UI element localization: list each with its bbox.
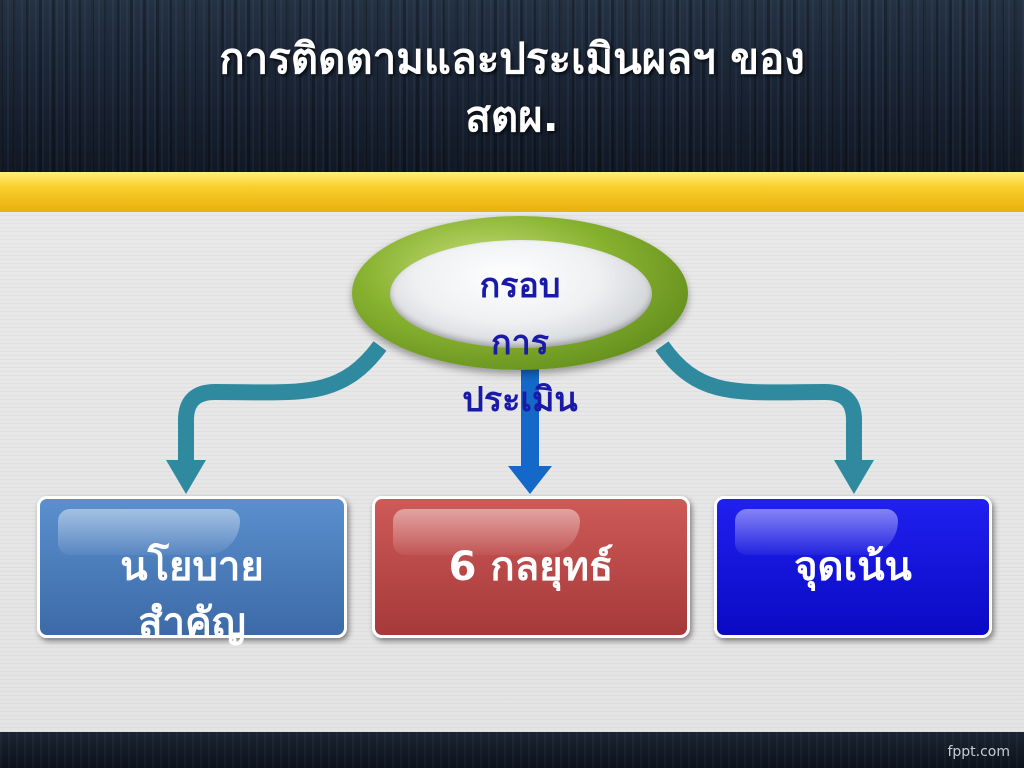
policy-box-line1: นโยบาย [120, 544, 264, 590]
strategy-box: 6 กลยุทธ์ [372, 496, 690, 638]
framework-ellipse-center [390, 240, 652, 348]
focus-box-label: จุดเน้น [794, 544, 912, 590]
slide-title-line1: การติดตามและประเมินผลฯ ของ [219, 34, 805, 83]
left-connector-arrow [178, 341, 387, 462]
middle-connector-arrow [521, 368, 539, 468]
slide-title: การติดตามและประเมินผลฯ ของ สตผ. [0, 30, 1024, 146]
policy-box-line2: สำคัญ [138, 600, 246, 646]
policy-box: นโยบาย สำคัญ [37, 496, 347, 646]
framework-label-line2: การ [491, 323, 549, 363]
framework-label-line1: กรอบ [479, 266, 561, 306]
footer-bar [0, 732, 1024, 768]
right-connector-arrow [655, 341, 862, 462]
header-background [0, 0, 1024, 172]
middle-arrowhead [508, 466, 552, 494]
watermark-text: fppt.com [947, 744, 1010, 760]
framework-label-line3: ประเมิน [462, 380, 578, 420]
focus-box: จุดเน้น [714, 496, 992, 638]
slide-title-line2: สตผ. [465, 92, 559, 141]
left-arrowhead [166, 460, 206, 494]
yellow-accent-bar [0, 172, 1024, 212]
right-arrowhead [834, 460, 874, 494]
strategy-box-label: 6 กลยุทธ์ [448, 544, 614, 590]
framework-label: กรอบ การ ประเมิน [420, 258, 620, 429]
